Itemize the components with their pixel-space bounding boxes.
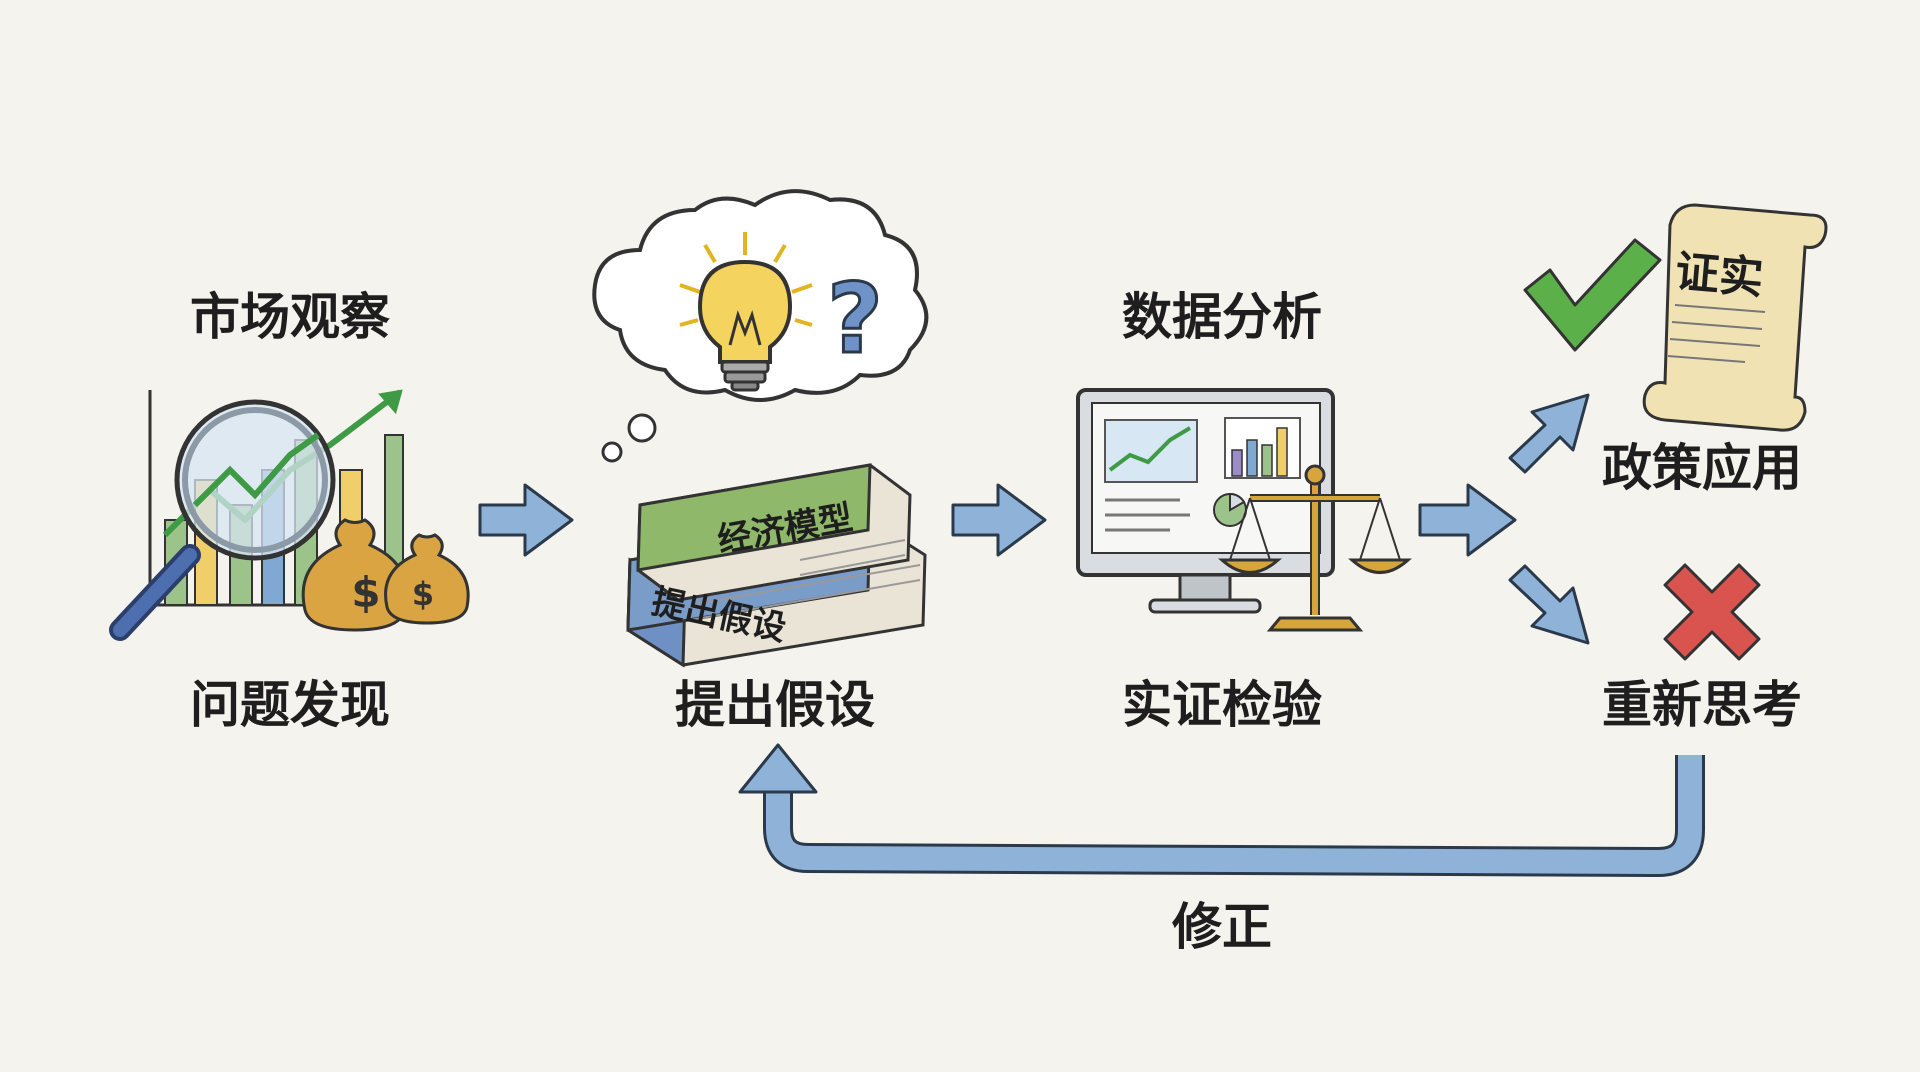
arrow-icon bbox=[1418, 483, 1517, 557]
arrow-icon bbox=[478, 483, 574, 557]
propose-hypothesis-label: 提出假设 bbox=[675, 676, 875, 734]
revision-label: 修正 bbox=[1172, 898, 1272, 956]
svg-text:?: ? bbox=[827, 263, 883, 375]
check-mark-icon bbox=[1523, 238, 1662, 352]
svg-text:$: $ bbox=[351, 568, 380, 617]
arrow-icon bbox=[951, 483, 1047, 557]
rethink-label: 重新思考 bbox=[1602, 676, 1802, 734]
feedback-loop-arrow bbox=[738, 743, 1705, 877]
scroll-icon: 证实 bbox=[1642, 203, 1828, 432]
lightbulb-icon bbox=[679, 232, 813, 392]
balance-scale-icon bbox=[1218, 464, 1412, 632]
arrow-icon bbox=[1508, 393, 1590, 474]
question-mark-icon: ? bbox=[826, 262, 885, 377]
market-observation-label: 市场观察 bbox=[190, 288, 390, 346]
books-icon: 经济模型 提出假设 bbox=[626, 463, 927, 668]
money-bag-icon: $ $ bbox=[301, 518, 470, 632]
magnifier-icon bbox=[109, 399, 336, 641]
arrow-icon bbox=[1508, 564, 1590, 645]
policy-application-label: 政策应用 bbox=[1602, 439, 1802, 497]
empirical-testing-label: 实证检验 bbox=[1122, 676, 1322, 734]
cross-mark-icon bbox=[1663, 563, 1761, 661]
scroll-text: 证实 bbox=[1673, 246, 1765, 304]
problem-discovery-label: 问题发现 bbox=[190, 676, 390, 734]
computer-monitor-icon bbox=[1076, 388, 1335, 614]
svg-text:$: $ bbox=[412, 575, 434, 613]
data-analysis-label: 数据分析 bbox=[1122, 288, 1322, 346]
